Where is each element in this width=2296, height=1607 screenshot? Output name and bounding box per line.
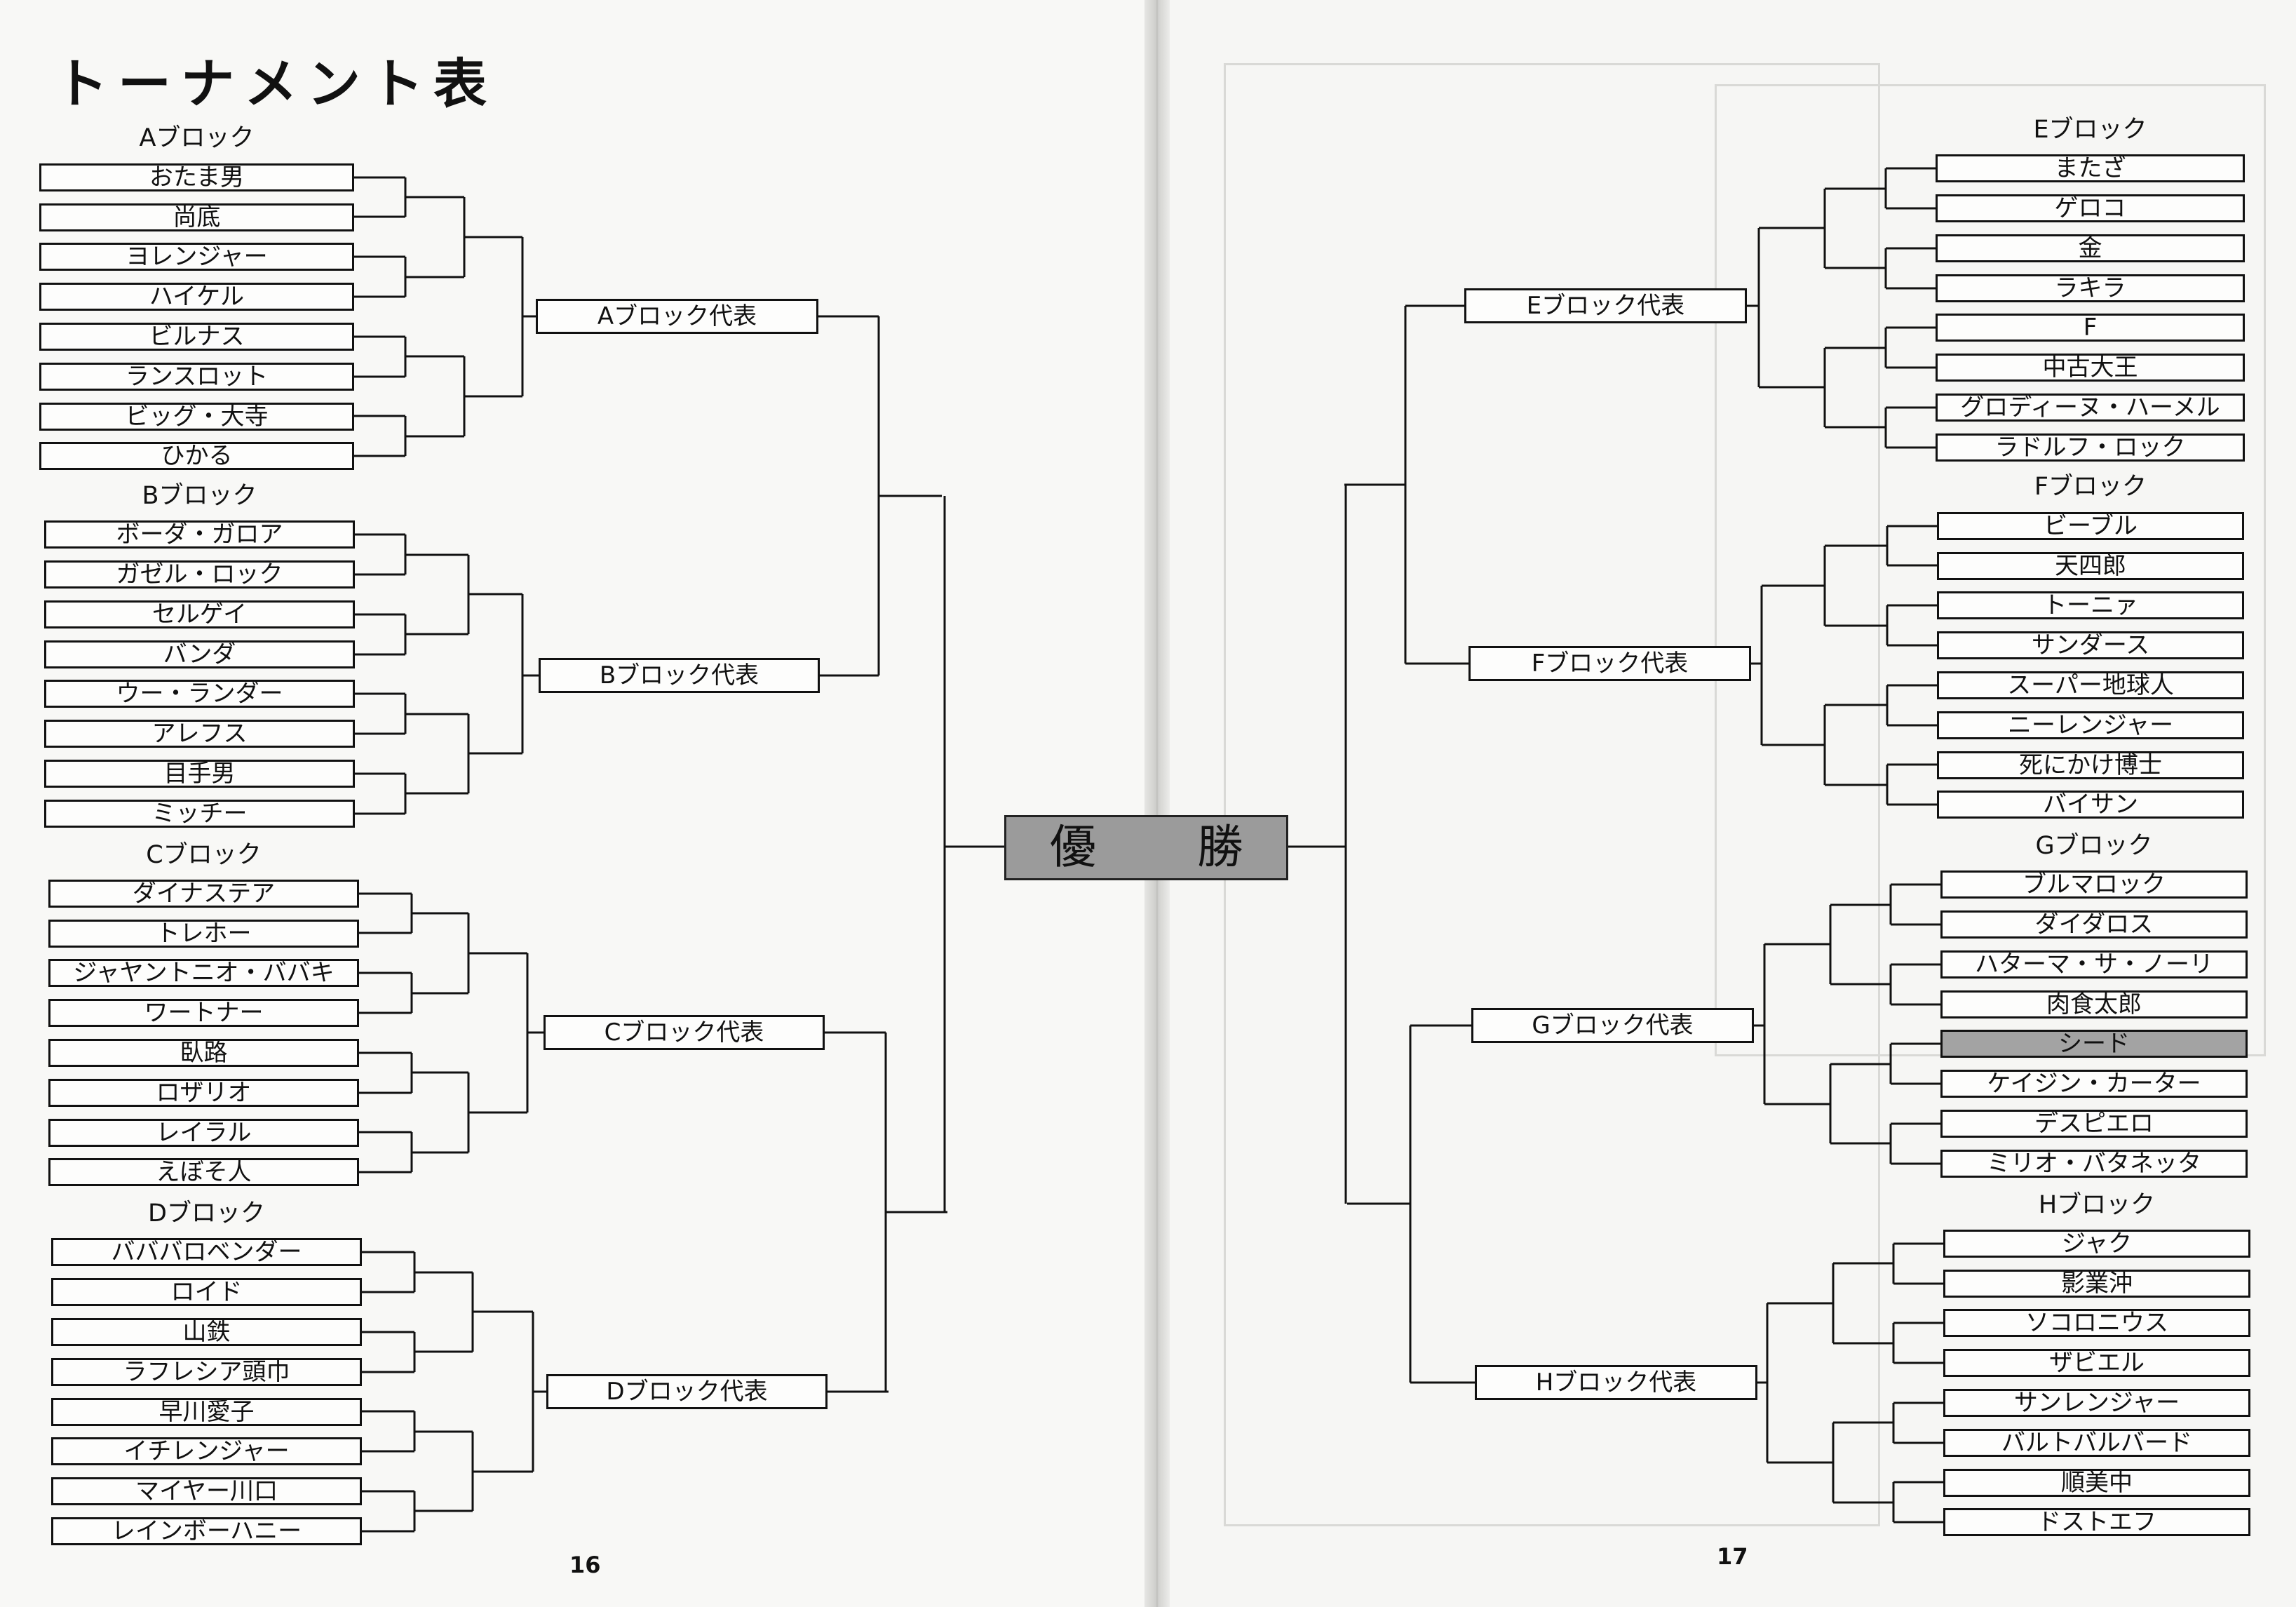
entrant-box: 死にかけ博士 (1937, 751, 2244, 779)
entrant-box: グロディーヌ・ハーメル (1936, 394, 2245, 422)
block-representative-f: Fブロック代表 (1468, 646, 1751, 681)
entrant-box: ガゼル・ロック (44, 560, 355, 589)
entrant-box: ザビエル (1943, 1349, 2250, 1377)
entrant-box: ボーダ・ガロア (44, 520, 355, 549)
entrant-box: サンレンジャー (1943, 1389, 2250, 1417)
entrant-box: ジャヤントニオ・ババキ (48, 959, 359, 987)
block-header-g: Gブロック (2035, 832, 2153, 860)
entrant-box: 天四郎 (1937, 552, 2244, 580)
entrant-box: ビルナス (39, 323, 354, 351)
block-header-f: Fブロック (2034, 473, 2147, 501)
entrant-box: ラドルフ・ロック (1936, 433, 2245, 462)
block-representative-h: Hブロック代表 (1475, 1365, 1757, 1400)
entrant-box: ブルマロック (1940, 870, 2248, 899)
entrant-box: ビーブル (1937, 512, 2244, 540)
entrant-box: ヨレンジャー (39, 243, 354, 271)
entrant-box: ハイケル (39, 283, 354, 311)
entrant-box: セルゲイ (44, 600, 355, 628)
entrant-box: アレフス (44, 720, 355, 748)
entrant-box: 中古大王 (1936, 354, 2245, 382)
entrant-box: 臥路 (48, 1039, 359, 1067)
entrant-box: バババロベンダー (51, 1238, 362, 1266)
entrant-box: 影業沖 (1943, 1270, 2250, 1298)
entrant-box: 肉食太郎 (1940, 990, 2248, 1018)
entrant-box: ロイド (51, 1278, 362, 1306)
page-title: トーナメント表 (55, 53, 497, 115)
entrant-box: ロザリオ (48, 1079, 359, 1107)
block-representative-c: Cブロック代表 (543, 1015, 825, 1050)
entrant-box: ラフレシア頭巾 (51, 1358, 362, 1386)
champion-char-right: 勝 (1197, 820, 1243, 874)
block-header-a: Aブロック (139, 124, 255, 152)
entrant-box: レイラル (48, 1119, 359, 1147)
entrant-box: ランスロット (39, 363, 354, 391)
entrant-box: スーパー地球人 (1937, 671, 2244, 699)
entrant-box: 早川愛子 (51, 1398, 362, 1426)
block-representative-a: Aブロック代表 (536, 299, 818, 334)
entrant-box: サンダース (1937, 631, 2244, 659)
entrant-box: ミリオ・バタネッタ (1940, 1150, 2248, 1178)
book-gutter (1144, 0, 1170, 1607)
entrant-box: ひかる (39, 442, 354, 470)
entrant-box: 山鉄 (51, 1318, 362, 1346)
entrant-box: 順美中 (1943, 1469, 2250, 1497)
entrant-box: トーニァ (1937, 591, 2244, 619)
entrant-box: 目手男 (44, 760, 355, 788)
entrant-box: またざ (1936, 154, 2245, 182)
background-illustration-frame (1224, 63, 1880, 1526)
entrant-box: 尚底 (39, 203, 354, 231)
block-representative-g: Gブロック代表 (1471, 1008, 1754, 1043)
entrant-box: バルトバルバード (1943, 1429, 2250, 1457)
entrant-box: ミッチー (44, 800, 355, 828)
champion-box: 優 勝 (1004, 815, 1288, 880)
block-header-d: Dブロック (148, 1199, 265, 1228)
page-number-left: 16 (569, 1552, 601, 1578)
champion-char-left: 優 (1050, 820, 1096, 874)
entrant-box: トレホー (48, 920, 359, 948)
block-header-c: Cブロック (146, 841, 262, 869)
entrant-box: バンダ (44, 640, 355, 668)
block-header-b: Bブロック (142, 482, 257, 510)
entrant-box: ドストエフ (1943, 1508, 2250, 1536)
entrant-box: ゲロコ (1936, 194, 2245, 222)
entrant-box: ビッグ・大寺 (39, 403, 354, 431)
entrant-box: 金 (1936, 234, 2245, 262)
block-representative-e: Eブロック代表 (1464, 288, 1747, 323)
entrant-box: ダイダロス (1940, 910, 2248, 939)
block-header-h: Hブロック (2038, 1191, 2156, 1219)
entrant-box: イチレンジャー (51, 1437, 362, 1465)
entrant-box: ハターマ・サ・ノーリ (1940, 950, 2248, 979)
entrant-box: マイヤー川口 (51, 1477, 362, 1505)
entrant-box: ラキラ (1936, 274, 2245, 302)
entrant-box: ウー・ランダー (44, 680, 355, 708)
entrant-box: レインボーハニー (51, 1517, 362, 1545)
block-representative-d: Dブロック代表 (546, 1374, 828, 1409)
entrant-box: ケイジン・カーター (1940, 1070, 2248, 1098)
entrant-box: ニーレンジャー (1937, 711, 2244, 739)
entrant-box: ダイナステア (48, 880, 359, 908)
entrant-box: デスピエロ (1940, 1110, 2248, 1138)
entrant-box: ワートナー (48, 999, 359, 1027)
entrant-box: おたま男 (39, 163, 354, 191)
entrant-box: ジャク (1943, 1230, 2250, 1258)
block-representative-b: Bブロック代表 (539, 658, 820, 693)
block-header-e: Eブロック (2033, 116, 2147, 144)
entrant-box: えぼそ人 (48, 1158, 359, 1186)
entrant-box: ソコロニウス (1943, 1309, 2250, 1337)
entrant-box: F (1936, 314, 2245, 342)
seed-slot: シード (1940, 1030, 2248, 1058)
entrant-box: バイサン (1937, 791, 2244, 819)
page-number-right: 17 (1717, 1543, 1748, 1570)
